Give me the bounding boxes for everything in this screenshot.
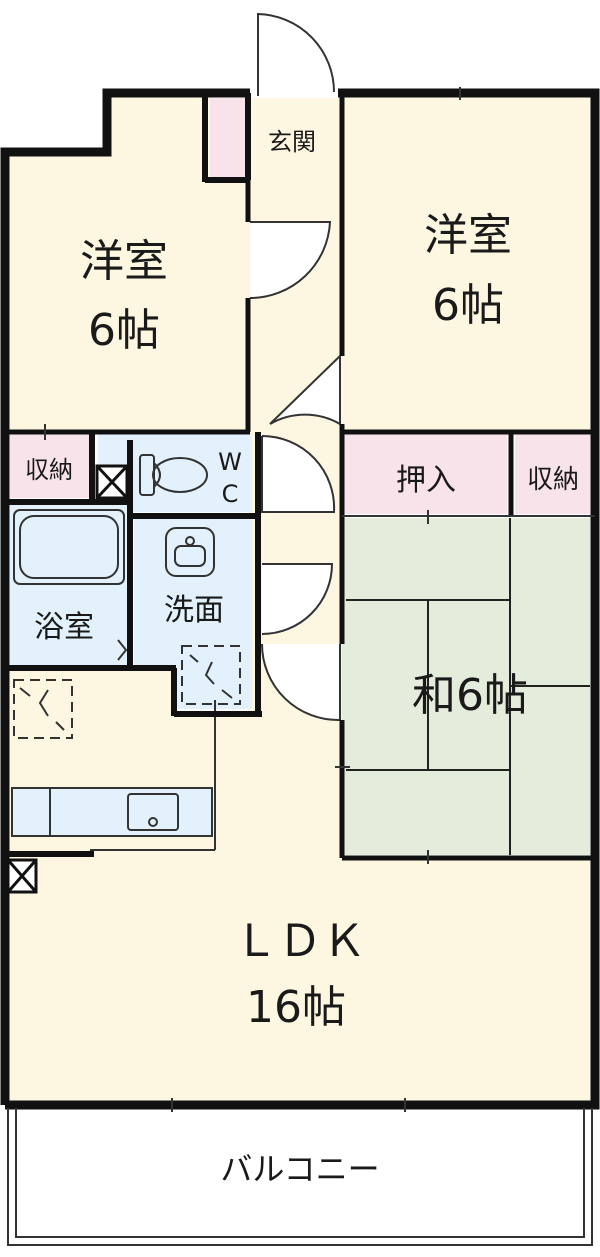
bathroom-label: 浴室 bbox=[34, 610, 94, 645]
entrance-floor bbox=[210, 98, 250, 180]
western-left-size: 6帖 bbox=[88, 305, 160, 356]
closet-left bbox=[10, 430, 90, 498]
entrance-label: 玄関 bbox=[268, 128, 316, 156]
bathtub bbox=[13, 509, 125, 585]
oshiire bbox=[342, 434, 507, 514]
washroom-label: 洗面 bbox=[164, 593, 224, 628]
entrance-door bbox=[257, 12, 335, 96]
oshiire-label: 押入 bbox=[396, 463, 456, 498]
western-right-size: 6帖 bbox=[432, 280, 504, 331]
toilet-label-w: W bbox=[218, 448, 242, 476]
door-western-right bbox=[269, 353, 341, 426]
washbasin bbox=[165, 527, 215, 577]
doors bbox=[249, 12, 341, 722]
door-toilet bbox=[261, 434, 336, 513]
kitchen-counter bbox=[11, 700, 216, 851]
walls bbox=[0, 88, 600, 1110]
balcony-outline bbox=[7, 1108, 593, 1246]
closet-left-label: 収納 bbox=[25, 456, 73, 484]
toilet-bowl bbox=[139, 454, 208, 496]
ldk-room bbox=[10, 670, 590, 1103]
balcony-label: バルコニー bbox=[220, 1150, 379, 1188]
western-right-name: 洋室 bbox=[424, 210, 512, 261]
toilet-label-c: C bbox=[222, 480, 239, 508]
ldk-name: ＬＤＫ bbox=[234, 916, 366, 967]
ldk-size: 16帖 bbox=[246, 982, 346, 1033]
door-washroom bbox=[261, 563, 334, 635]
western-left-name: 洋室 bbox=[80, 236, 168, 287]
western-room-left bbox=[10, 96, 248, 430]
tatami-mats bbox=[346, 518, 590, 855]
door-japanese bbox=[261, 643, 341, 722]
fridge-space bbox=[13, 679, 73, 739]
room-labels: 洋室 6帖 洋室 6帖 玄関 収納 W C 浴室 洗面 押入 収納 和6帖 ＬＤ… bbox=[25, 128, 579, 1188]
room-fills bbox=[5, 96, 595, 1245]
japanese-room-label: 和6帖 bbox=[412, 670, 528, 721]
closet-right bbox=[515, 434, 590, 514]
laundry-space bbox=[181, 645, 241, 705]
pipe-shaft-2 bbox=[6, 858, 38, 894]
entrance-hall bbox=[250, 98, 342, 180]
balcony-area bbox=[5, 1108, 595, 1245]
window-marks bbox=[44, 87, 461, 1112]
closet-right-label: 収納 bbox=[527, 465, 579, 495]
door-western-left bbox=[249, 221, 332, 300]
western-room-right bbox=[342, 96, 590, 430]
pipe-shaft-1 bbox=[95, 464, 129, 500]
fixtures bbox=[6, 454, 590, 894]
